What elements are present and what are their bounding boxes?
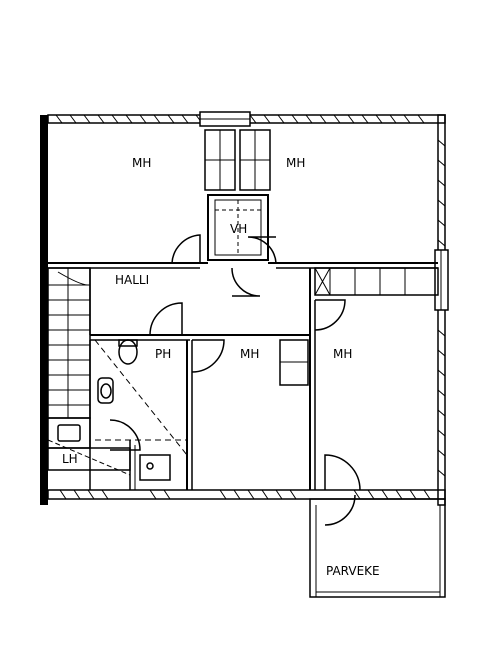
balcony <box>309 498 446 598</box>
room-label-halli: HALLI <box>115 273 149 287</box>
sink-icon <box>97 377 114 404</box>
toilet-icon <box>118 339 138 365</box>
room-label-mh-right: MH <box>333 347 352 361</box>
room-label-parveke: PARVEKE <box>326 564 380 578</box>
doors <box>109 234 361 526</box>
exterior-walls <box>40 111 449 506</box>
room-label-ph: PH <box>155 347 171 361</box>
room-label-mh-top-right: MH <box>286 156 305 170</box>
room-label-vh: VH <box>230 222 247 236</box>
room-label-lh: LH <box>62 452 78 466</box>
shower-icon <box>139 454 171 481</box>
bathroom-fixtures <box>57 339 171 481</box>
room-label-mh-middle: MH <box>240 347 259 361</box>
room-label-mh-top-left: MH <box>132 156 151 170</box>
interior-walls <box>47 129 439 490</box>
